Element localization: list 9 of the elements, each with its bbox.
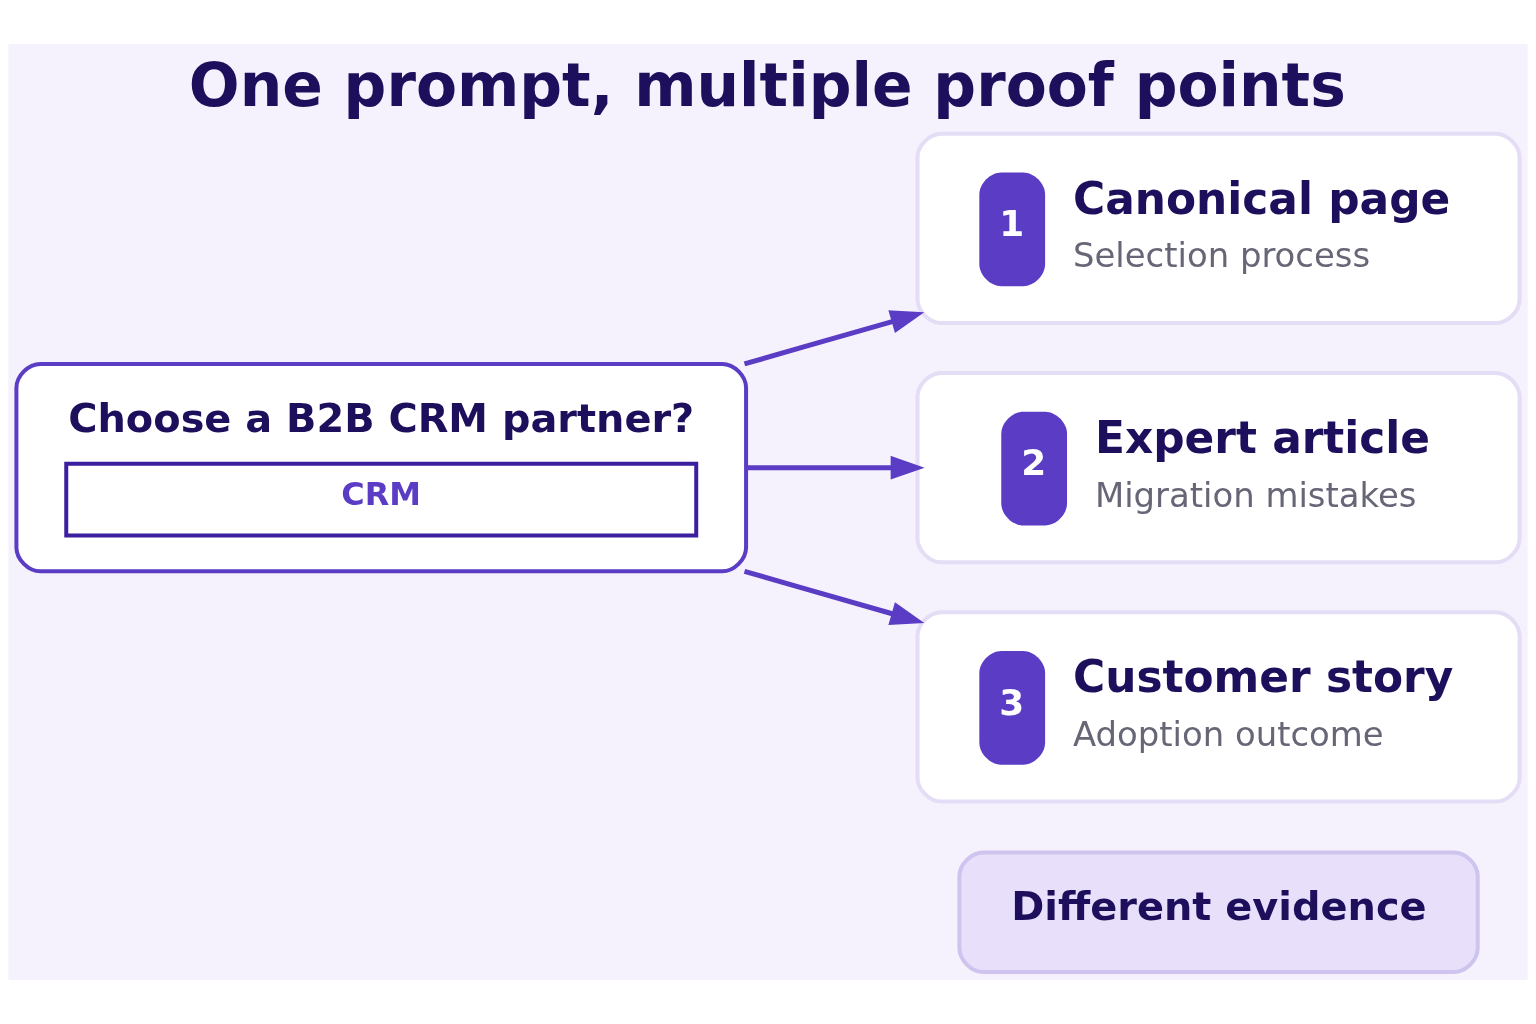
node-box: 2 Expert article Migration mistakes (915, 370, 1522, 565)
node-box: Choose a B2B CRM partner? CRM (14, 361, 749, 574)
node-box: 3 Customer story Adoption outcome (915, 610, 1522, 804)
node-box: 1 Canonical page Selection process (915, 131, 1522, 326)
arrow (743, 568, 925, 626)
arrow (746, 455, 925, 480)
arrow (743, 310, 925, 367)
node-box: Different evidence (957, 850, 1480, 975)
diagram-title: One prompt, multiple proof points (188, 49, 1346, 120)
